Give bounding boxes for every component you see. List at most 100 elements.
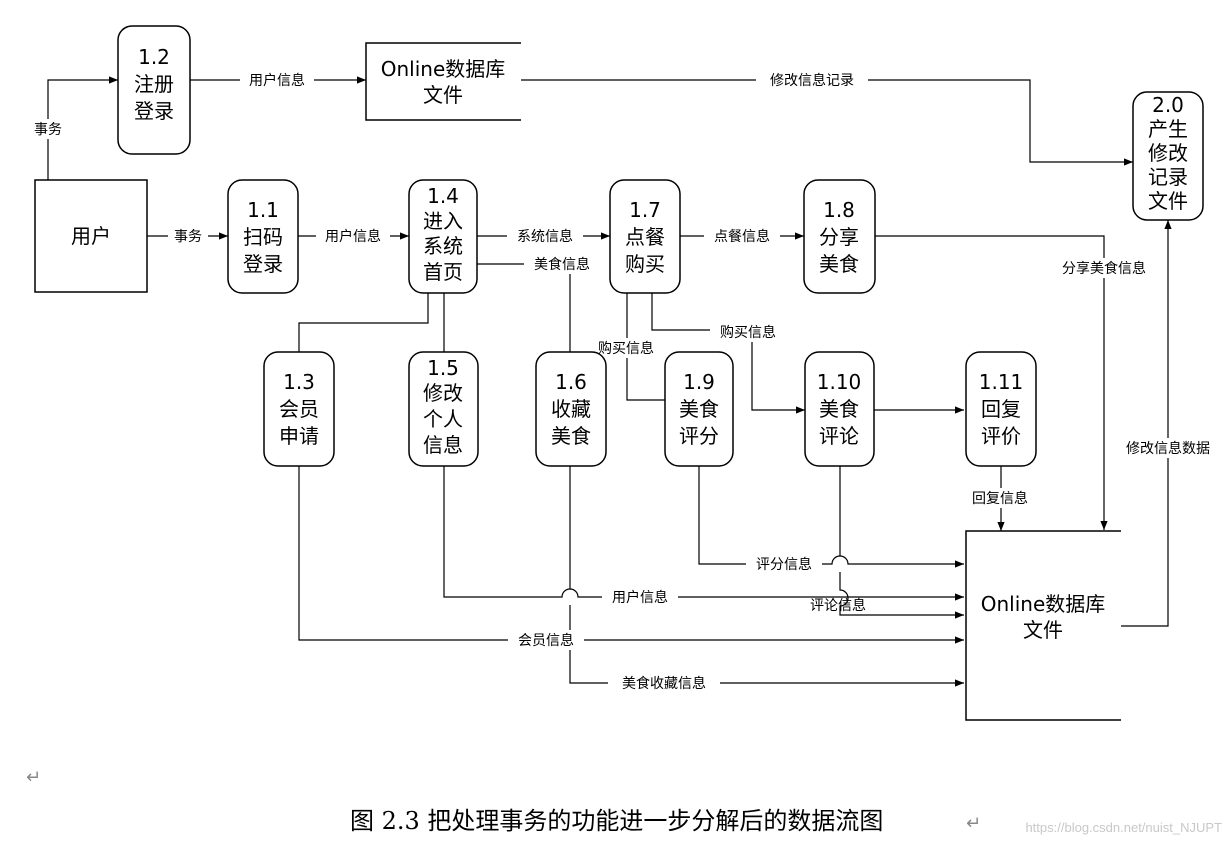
label-food-info: 美食信息 bbox=[524, 254, 600, 274]
label-reply-info: 回复信息 bbox=[962, 488, 1038, 508]
flow-member-to-store bbox=[298, 466, 964, 644]
process-1-1-line3: 登录 bbox=[243, 252, 283, 276]
label-modify-record: 修改信息记录 bbox=[756, 70, 868, 90]
process-1-7: 1.7 点餐 购买 bbox=[609, 179, 681, 294]
flow-label-affair-mid: 事务 bbox=[174, 229, 202, 245]
process-1-7-line3: 购买 bbox=[625, 252, 665, 276]
process-1-2-line3: 登录 bbox=[134, 99, 174, 123]
flow-label-share-food-info: 分享美食信息 bbox=[1062, 260, 1146, 277]
store-top-line1: Online数据库 bbox=[381, 57, 506, 81]
label-member-info: 会员信息 bbox=[508, 630, 584, 650]
process-1-3: 1.3 会员 申请 bbox=[263, 351, 335, 467]
process-1-6-line2: 收藏 bbox=[551, 397, 591, 421]
process-1-9-line3: 评分 bbox=[679, 424, 719, 448]
process-1-1-line2: 扫码 bbox=[243, 225, 283, 249]
process-1-11-line2: 回复 bbox=[981, 397, 1021, 421]
process-1-8-line1: 1.8 bbox=[823, 198, 855, 222]
process-1-8-line3: 美食 bbox=[819, 252, 859, 276]
process-1-4-line2: 进入 bbox=[423, 209, 463, 233]
process-1-11-line1: 1.11 bbox=[979, 370, 1024, 394]
flow-store-to-record bbox=[521, 79, 1133, 166]
process-2-0: 2.0 产生 修改 记录 文件 bbox=[1132, 91, 1204, 221]
process-1-2: 1.2 注册 登录 bbox=[117, 25, 191, 155]
flow-label-modify-record: 修改信息记录 bbox=[770, 72, 854, 89]
process-2-0-line2: 产生 bbox=[1148, 117, 1188, 141]
process-1-6: 1.6 收藏 美食 bbox=[535, 351, 607, 467]
flow-label-food-info: 美食信息 bbox=[534, 256, 590, 273]
flow-label-user-info-mid: 用户信息 bbox=[325, 228, 381, 245]
flow-home-to-member bbox=[298, 293, 429, 352]
process-1-9-line1: 1.9 bbox=[683, 370, 715, 394]
watermark: https://blog.csdn.net/nuist_NJUPT bbox=[1025, 820, 1222, 835]
process-1-4-line3: 系统 bbox=[423, 234, 463, 258]
label-share-food-info: 分享美食信息 bbox=[1048, 258, 1160, 278]
label-collect-info: 美食收藏信息 bbox=[608, 673, 720, 693]
label-affair-mid: 事务 bbox=[168, 226, 208, 246]
flow-modify-to-store bbox=[443, 466, 964, 601]
process-1-5-line2: 修改 bbox=[423, 381, 463, 405]
label-score-info: 评分信息 bbox=[746, 554, 822, 574]
label-order-info: 点餐信息 bbox=[704, 226, 780, 246]
process-1-2-line1: 1.2 bbox=[138, 45, 170, 69]
process-1-10: 1.10 美食 评论 bbox=[804, 351, 875, 467]
store-top: Online数据库 文件 bbox=[365, 42, 521, 121]
process-1-11-line3: 评价 bbox=[981, 424, 1021, 448]
label-user-info-bottom: 用户信息 bbox=[602, 587, 678, 607]
process-2-0-line3: 修改 bbox=[1148, 141, 1188, 165]
process-1-3-line3: 申请 bbox=[279, 424, 319, 448]
figure-caption: 图 2.3 把处理事务的功能进一步分解后的数据流图 bbox=[350, 807, 883, 835]
process-1-8: 1.8 分享 美食 bbox=[803, 179, 876, 294]
flow-share-to-store bbox=[875, 235, 1108, 530]
label-system-info: 系统信息 bbox=[507, 226, 583, 246]
label-modify-data: 修改信息数据 bbox=[1112, 438, 1224, 458]
process-1-6-line3: 美食 bbox=[551, 424, 591, 448]
flow-label-member-info: 会员信息 bbox=[518, 632, 574, 649]
process-2-0-line1: 2.0 bbox=[1152, 93, 1184, 117]
entity-user: 用户 bbox=[34, 179, 148, 293]
process-1-5-line3: 个人 bbox=[423, 407, 463, 431]
process-1-11: 1.11 回复 评价 bbox=[965, 351, 1037, 467]
process-1-4-line1: 1.4 bbox=[427, 184, 459, 208]
process-1-8-line2: 分享 bbox=[819, 225, 859, 249]
flow-order-to-score bbox=[626, 293, 665, 401]
flow-home-to-collect bbox=[477, 263, 571, 352]
process-1-7-line2: 点餐 bbox=[625, 225, 665, 249]
process-1-1: 1.1 扫码 登录 bbox=[227, 179, 299, 294]
store-top-line2: 文件 bbox=[423, 83, 463, 107]
label-buy-info-a: 购买信息 bbox=[588, 338, 664, 358]
flow-label-collect-info: 美食收藏信息 bbox=[622, 675, 706, 692]
process-2-0-line4: 记录 bbox=[1148, 165, 1188, 189]
entity-user-label: 用户 bbox=[71, 224, 111, 248]
process-1-9-line2: 美食 bbox=[679, 397, 719, 421]
flow-collect-to-store-b bbox=[569, 605, 964, 687]
process-2-0-line5: 文件 bbox=[1148, 189, 1188, 213]
process-1-4-line4: 首页 bbox=[423, 260, 463, 284]
process-1-10-line1: 1.10 bbox=[817, 370, 862, 394]
flow-score-to-store bbox=[698, 466, 964, 568]
flow-label-comment-info: 评论信息 bbox=[810, 597, 866, 614]
store-bottom-line1: Online数据库 bbox=[981, 592, 1106, 616]
process-1-1-line1: 1.1 bbox=[247, 198, 279, 222]
flow-label-order-info: 点餐信息 bbox=[714, 228, 770, 245]
flow-label-reply-info: 回复信息 bbox=[972, 490, 1028, 507]
flow-label-user-info-top: 用户信息 bbox=[249, 72, 305, 89]
store-bottom: Online数据库 文件 bbox=[965, 530, 1121, 721]
process-1-5-line4: 信息 bbox=[423, 433, 463, 457]
process-1-7-line1: 1.7 bbox=[629, 198, 661, 222]
flow-label-modify-data: 修改信息数据 bbox=[1126, 440, 1210, 457]
flow-label-buy-info-a: 购买信息 bbox=[598, 340, 654, 357]
process-1-5: 1.5 修改 个人 信息 bbox=[408, 351, 479, 467]
label-user-info-mid: 用户信息 bbox=[316, 226, 390, 246]
flow-label-buy-info-b: 购买信息 bbox=[720, 324, 776, 341]
flow-label-user-info-bottom: 用户信息 bbox=[612, 589, 668, 606]
paragraph-mark: ↵ bbox=[26, 767, 41, 788]
caption-paragraph-mark: ↵ bbox=[966, 813, 981, 834]
process-1-10-line2: 美食 bbox=[819, 397, 859, 421]
flow-labels: 事务 用户信息 修改信息记录 事务 用户信息 系统信息 美食信息 点餐信息 分享… bbox=[28, 70, 1224, 693]
process-1-5-line1: 1.5 bbox=[427, 356, 459, 380]
flow-comment-to-store-b bbox=[839, 572, 964, 619]
label-user-info-top: 用户信息 bbox=[240, 70, 314, 90]
process-1-2-line2: 注册 bbox=[134, 72, 174, 96]
process-1-9: 1.9 美食 评分 bbox=[664, 351, 734, 467]
